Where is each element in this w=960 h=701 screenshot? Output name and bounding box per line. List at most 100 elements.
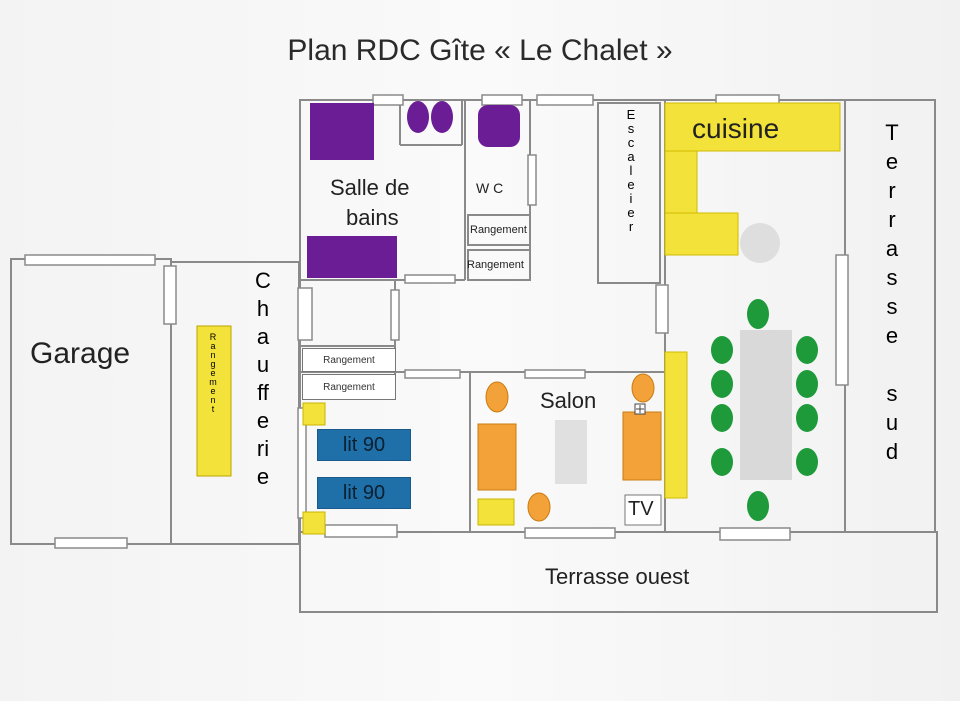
window	[163, 265, 177, 325]
window	[54, 537, 128, 549]
chair	[747, 299, 769, 329]
garage-label: Garage	[30, 337, 131, 370]
chaufferie-label: C h a u ff e ri e	[248, 270, 278, 488]
letter: s	[886, 381, 898, 406]
rangement-cabinet	[196, 325, 232, 477]
letter: e	[885, 323, 899, 348]
letter: r	[888, 207, 896, 232]
armchair	[527, 492, 551, 522]
side-table	[477, 498, 515, 526]
letter: a	[627, 149, 635, 164]
chair	[711, 448, 733, 476]
chair	[711, 336, 733, 364]
sink	[407, 101, 429, 133]
letter: u	[885, 410, 899, 435]
bed-1: lit 90	[317, 429, 411, 461]
rangement-wc-label-2: Rangement	[467, 259, 524, 271]
letter: e	[627, 205, 635, 220]
window	[372, 94, 404, 106]
letter: s	[886, 294, 898, 319]
armchair	[485, 381, 509, 413]
window	[481, 94, 523, 106]
letter: i	[629, 191, 633, 206]
letter: e	[210, 368, 216, 378]
terrasse-sud-label: T e r r a s s e s u d	[878, 122, 906, 463]
rangement-wc-label-1: Rangement	[470, 224, 527, 236]
rangement-hall-2: Rangement	[302, 374, 396, 400]
terrasse-ouest-walls	[299, 531, 938, 613]
letter: d	[885, 439, 899, 464]
letter: n	[210, 350, 216, 360]
letter: E	[626, 107, 636, 122]
door	[655, 284, 669, 334]
window	[524, 527, 616, 539]
letter: ff	[257, 380, 269, 405]
chair	[747, 491, 769, 521]
letter: m	[209, 377, 217, 387]
letter: a	[885, 236, 899, 261]
nightstand	[302, 402, 326, 426]
letter: g	[210, 359, 216, 369]
letter: R	[209, 332, 217, 342]
chair	[796, 370, 818, 398]
window	[536, 94, 594, 106]
chair	[711, 404, 733, 432]
salle-de-bains-label: Salle de	[330, 175, 410, 200]
window	[719, 527, 791, 541]
letter: C	[255, 268, 271, 293]
letter: r	[628, 219, 634, 234]
coffee-table	[555, 420, 587, 484]
chair	[796, 336, 818, 364]
door	[404, 274, 456, 284]
chaufferie-walls	[170, 261, 300, 545]
kitchen-counter	[664, 102, 841, 152]
letter: n	[210, 395, 216, 405]
tv-label: TV	[628, 498, 654, 520]
plan-title: Plan RDC Gîte « Le Chalet »	[287, 34, 673, 67]
nightstand	[302, 511, 326, 535]
letter: e	[210, 386, 216, 396]
kitchen-counter	[664, 212, 739, 256]
rangement-hall-1: Rangement	[302, 348, 396, 372]
chair	[711, 370, 733, 398]
cuisine-label: cuisine	[692, 113, 780, 144]
door	[297, 287, 313, 341]
kitchen-counter	[664, 150, 698, 214]
window	[24, 254, 156, 266]
door	[404, 369, 461, 379]
window	[324, 524, 398, 538]
salon-label: Salon	[540, 388, 597, 413]
bed-2: lit 90	[317, 477, 411, 509]
letter: s	[627, 121, 635, 136]
salle-de-bains-label-2: bains	[346, 205, 399, 230]
tv-unit	[624, 494, 662, 526]
chair	[796, 448, 818, 476]
rangement-vertical-label: R a n g e m e n t	[205, 333, 221, 414]
bathtub	[310, 103, 374, 160]
door	[297, 407, 307, 519]
sideboard	[664, 351, 688, 499]
door	[527, 154, 537, 206]
letter: c	[627, 135, 635, 150]
terrasse-ouest-label: Terrasse ouest	[545, 564, 690, 589]
escalier-label: E s c a l e i e r	[624, 108, 638, 233]
door	[524, 369, 586, 379]
dining-table	[740, 330, 792, 480]
letter: e	[256, 408, 270, 433]
letter: r	[888, 178, 896, 203]
toilet	[478, 105, 520, 147]
letter: l	[629, 163, 633, 178]
letter: s	[886, 265, 898, 290]
letter: e	[627, 177, 635, 192]
sink	[431, 101, 453, 133]
letter: e	[256, 464, 270, 489]
letter: ri	[256, 436, 270, 461]
letter: a	[256, 324, 270, 349]
chair	[796, 404, 818, 432]
garage-walls	[10, 258, 172, 545]
round-table	[740, 223, 780, 263]
letter: T	[885, 120, 899, 145]
letter: e	[885, 149, 899, 174]
